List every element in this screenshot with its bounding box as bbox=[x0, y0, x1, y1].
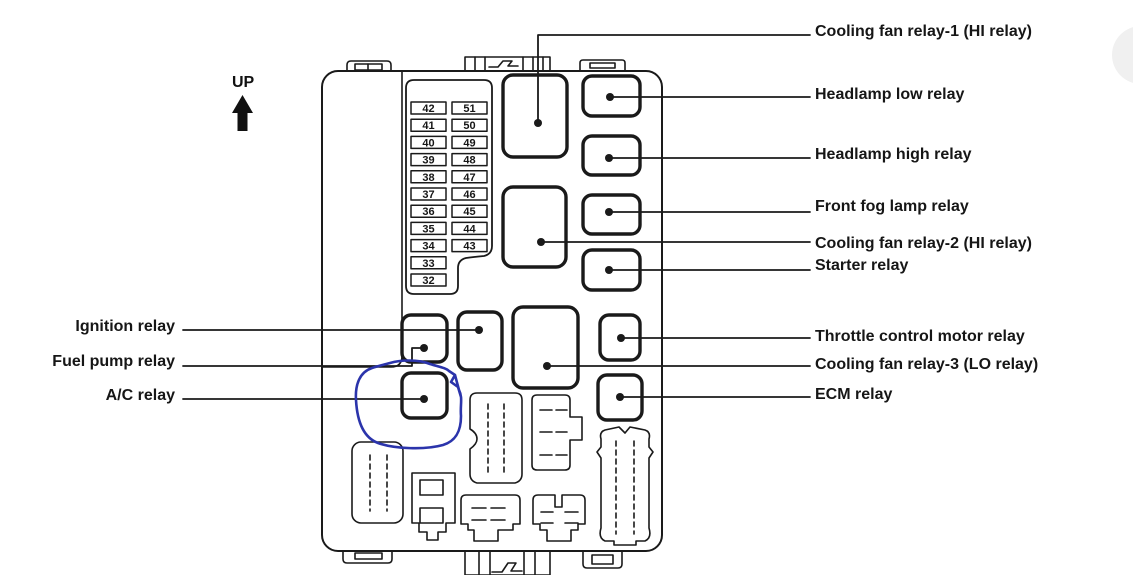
fuse-number-39: 39 bbox=[422, 155, 434, 167]
fuse-slot-42 bbox=[410, 101, 447, 115]
label-fuel-pump-relay: Fuel pump relay bbox=[52, 353, 175, 370]
label-ac-relay: A/C relay bbox=[105, 387, 175, 404]
connector-right-tall bbox=[596, 426, 654, 546]
leader-lines bbox=[182, 34, 811, 400]
relay-front-fog-lamp bbox=[581, 193, 642, 236]
label-starter-relay: Starter relay bbox=[815, 257, 909, 274]
up-arrow-icon bbox=[232, 95, 253, 131]
fuse-number-51: 51 bbox=[463, 103, 475, 115]
connector-mid-pins bbox=[539, 409, 568, 456]
relay-cooling-fan-2 bbox=[501, 185, 568, 269]
fuse-grid: 42 41 40 39 38 37 36 35 34 33 32 51 50 49 48 47 46 45 44 43 bbox=[410, 101, 488, 287]
fuse-number-36: 36 bbox=[422, 206, 434, 218]
connector-small bbox=[411, 472, 456, 541]
fuse-number-38: 38 bbox=[422, 172, 434, 184]
relay-headlamp-low bbox=[581, 74, 642, 118]
fuse-number-33: 33 bbox=[422, 258, 434, 270]
label-headlamp-low-relay: Headlamp low relay bbox=[815, 86, 965, 103]
fuse-number-46: 46 bbox=[463, 189, 475, 201]
label-cooling-fan-relay-1: Cooling fan relay-1 (HI relay) bbox=[815, 23, 1032, 40]
connector-small-detail bbox=[419, 507, 444, 524]
fuse-slot-49 bbox=[451, 135, 488, 150]
fuse-panel-outline bbox=[405, 79, 493, 295]
fuse-slot-51 bbox=[451, 101, 488, 115]
fuse-slot-39 bbox=[410, 152, 447, 167]
connector-center-tall bbox=[469, 392, 523, 484]
box-top-tabs bbox=[342, 56, 626, 575]
leader-dots bbox=[420, 93, 625, 403]
label-ignition-relay: Ignition relay bbox=[75, 318, 175, 335]
leader-fuel-pump-relay bbox=[182, 347, 425, 367]
relay-headlamp-high bbox=[581, 134, 642, 177]
fuse-slot-43 bbox=[451, 238, 488, 253]
fuse-slot-48 bbox=[451, 152, 488, 167]
fuse-number-43: 43 bbox=[463, 241, 475, 253]
up-label: UP bbox=[232, 74, 255, 91]
relay-ignition bbox=[456, 310, 504, 372]
fuse-slot-36 bbox=[410, 204, 447, 218]
fuse-slot-38 bbox=[410, 170, 447, 184]
fuse-number-48: 48 bbox=[463, 155, 475, 167]
fuse-number-44: 44 bbox=[463, 223, 476, 235]
fuse-slot-34 bbox=[410, 238, 447, 253]
fuse-number-34: 34 bbox=[422, 241, 435, 253]
label-ecm-relay: ECM relay bbox=[815, 386, 893, 403]
fuse-number-37: 37 bbox=[422, 189, 434, 201]
fuse-number-40: 40 bbox=[422, 137, 434, 149]
fuse-number-45: 45 bbox=[463, 206, 475, 218]
label-cooling-fan-relay-3: Cooling fan relay-3 (LO relay) bbox=[815, 356, 1039, 373]
fuse-slot-37 bbox=[410, 187, 447, 201]
fuse-number-35: 35 bbox=[422, 223, 434, 235]
top-tab-right bbox=[579, 59, 626, 73]
fuse-number-49: 49 bbox=[463, 137, 475, 149]
top-tab-right-detail bbox=[589, 62, 616, 69]
bottom-latch-squiggle bbox=[491, 562, 523, 573]
connector-small-detail bbox=[419, 479, 444, 496]
fuse-number-50: 50 bbox=[463, 120, 475, 132]
fuse-slot-41 bbox=[410, 118, 447, 132]
fuse-slot-50 bbox=[451, 118, 488, 132]
bottom-tab-left-detail bbox=[354, 552, 383, 560]
connector-mid bbox=[531, 394, 583, 471]
label-front-fog-lamp-relay: Front fog lamp relay bbox=[815, 198, 969, 215]
bottom-tab-right bbox=[582, 550, 623, 569]
fuse-slot-46 bbox=[451, 187, 488, 201]
fuse-slot-47 bbox=[451, 170, 488, 184]
ac-relay-highlight-annotation bbox=[354, 359, 463, 450]
scan-artifact bbox=[1112, 27, 1133, 83]
top-latch-squiggle bbox=[488, 60, 519, 68]
fuse-slot-40 bbox=[410, 135, 447, 150]
fuse-slot-44 bbox=[451, 221, 488, 236]
fuse-slot-35 bbox=[410, 221, 447, 236]
bottom-tab-left bbox=[342, 550, 393, 564]
label-throttle-control-motor-relay: Throttle control motor relay bbox=[815, 328, 1025, 345]
connector-plug-1 bbox=[460, 494, 521, 542]
fuse-number-41: 41 bbox=[422, 120, 434, 132]
label-cooling-fan-relay-2: Cooling fan relay-2 (HI relay) bbox=[815, 235, 1032, 252]
relay-cooling-fan-1 bbox=[501, 73, 569, 159]
fuse-number-42: 42 bbox=[422, 103, 434, 115]
fuse-slot-32 bbox=[410, 273, 447, 287]
fuse-number-32: 32 bbox=[422, 275, 434, 287]
bottom-tab-right-detail bbox=[591, 554, 614, 565]
leader-cooling-fan-relay-1 bbox=[537, 34, 811, 124]
connector-plug-2 bbox=[532, 494, 586, 542]
label-headlamp-high-relay: Headlamp high relay bbox=[815, 146, 972, 163]
connectors bbox=[351, 392, 654, 546]
top-tab-left bbox=[346, 60, 392, 73]
fuse-number-47: 47 bbox=[463, 172, 475, 184]
relay-ac bbox=[400, 371, 449, 420]
fuse-slot-45 bbox=[451, 204, 488, 218]
relay-cooling-fan-3 bbox=[511, 305, 580, 390]
fuse-slot-33 bbox=[410, 256, 447, 270]
